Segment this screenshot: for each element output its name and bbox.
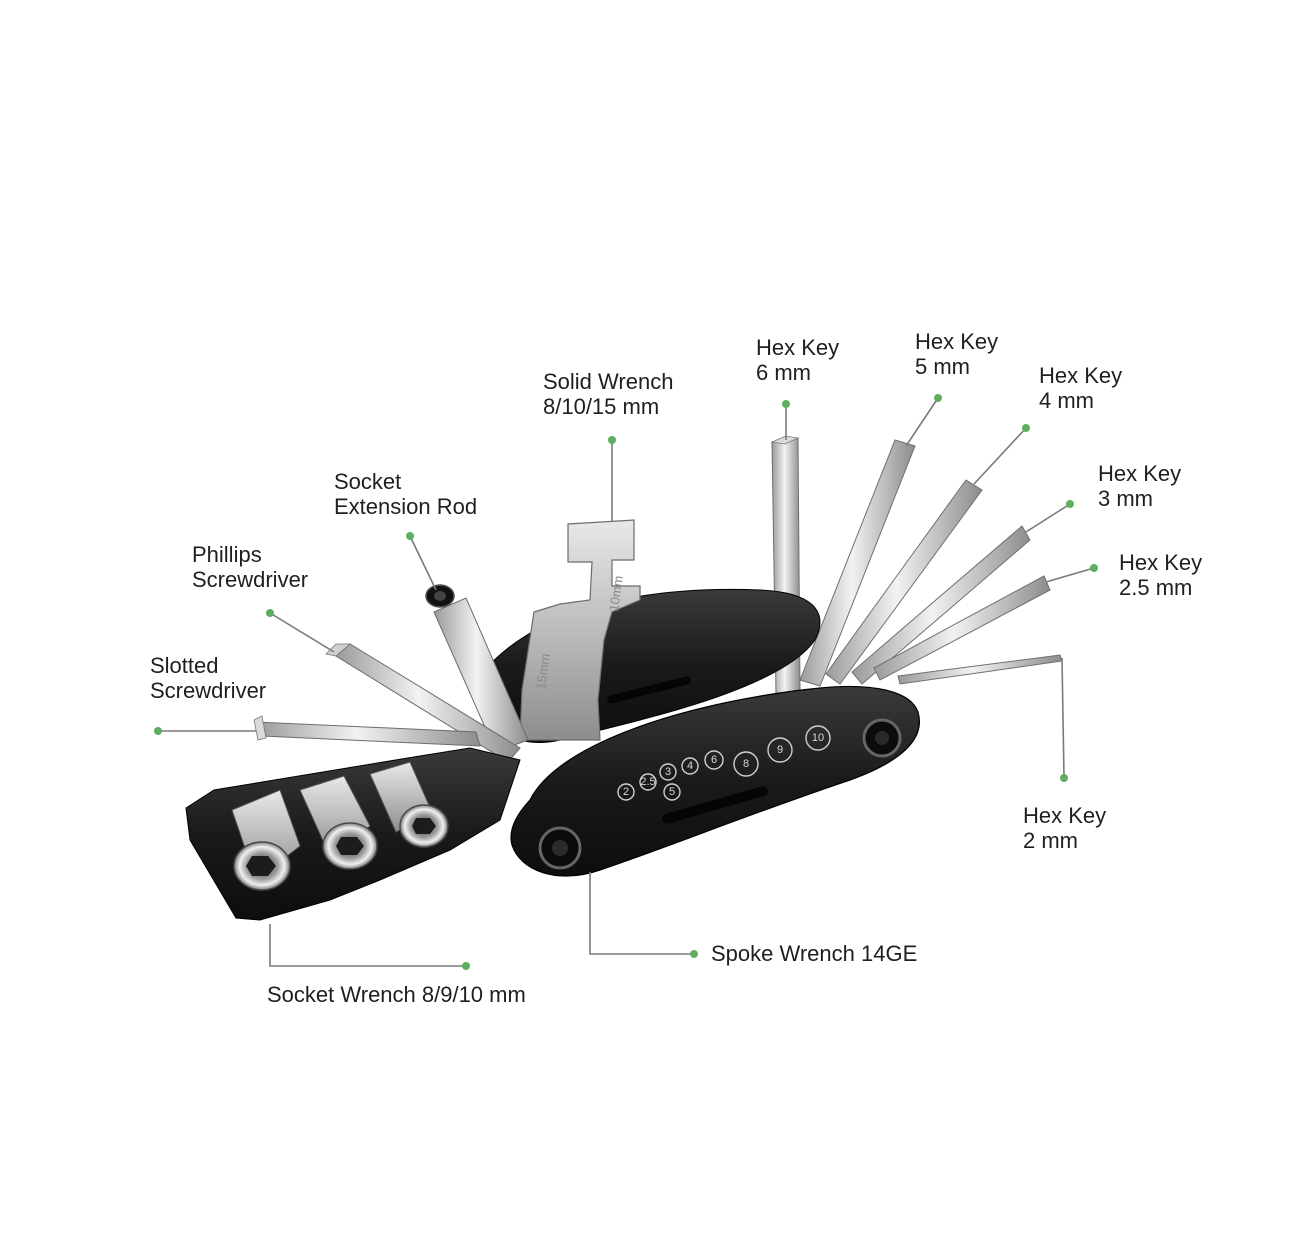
tool-illustration: 15mm 10mm	[185, 435, 1063, 921]
label-hex-5-line1: Hex Key	[915, 329, 999, 354]
dial-number: 5	[669, 786, 675, 798]
dial-ring	[659, 763, 677, 781]
solid-wrench: 15mm 10mm	[519, 519, 641, 741]
dial-ring	[663, 783, 681, 801]
label-hex-25-line1: Hex Key	[1119, 550, 1203, 575]
hex-keys	[770, 435, 1063, 695]
label-hex-6-line2: 6 mm	[756, 360, 811, 385]
slotted-screwdriver-blade	[255, 721, 481, 747]
dial-number: 6	[711, 754, 717, 766]
label-hex-3-line1: Hex Key	[1098, 461, 1182, 486]
label-hex-3-line2: 3 mm	[1098, 486, 1153, 511]
socket-extension-rod	[425, 584, 529, 753]
wrench-stamp-10mm: 10mm	[606, 575, 626, 613]
dial-ring	[704, 750, 724, 770]
dial-number: 2	[623, 786, 629, 798]
size-dials: 2 2.5 3 4 5 6 8 9 10	[617, 725, 831, 801]
hex-key-5mm	[799, 439, 916, 687]
label-hex-5-line2: 5 mm	[915, 354, 970, 379]
label-socket-wrench-text: Socket Wrench 8/9/10 mm	[267, 982, 526, 1007]
hex-key-2mm	[897, 654, 1063, 685]
leader-lines	[154, 394, 1098, 970]
dial-ring	[805, 725, 831, 751]
label-hex-4-line2: 4 mm	[1039, 388, 1094, 413]
body-slot	[661, 786, 769, 824]
dial-ring	[767, 737, 793, 763]
label-solid-wrench-line2: 8/10/15 mm	[543, 394, 660, 419]
wrench-stamp-15mm: 15mm	[533, 653, 553, 691]
label-hex-2-line2: 2 mm	[1023, 828, 1078, 853]
dial-number: 2.5	[640, 776, 655, 788]
dial-number: 9	[777, 744, 783, 756]
label-phillips-line2: Screwdriver	[192, 567, 309, 592]
hex-key-2-5mm	[873, 575, 1051, 681]
front-body-plate	[510, 685, 920, 877]
label-hex-key-4mm: Hex Key 4 mm	[1039, 363, 1122, 413]
label-hex-key-3mm: Hex Key 3 mm	[1098, 461, 1181, 511]
label-hex-6-line1: Hex Key	[756, 335, 840, 360]
label-hex-key-2mm: Hex Key 2 mm	[1023, 803, 1106, 853]
dial-number: 8	[743, 758, 749, 770]
dial-number: 4	[687, 760, 693, 772]
dial-number: 3	[665, 766, 671, 778]
dial-ring	[639, 773, 657, 791]
label-socket-wrench: Socket Wrench 8/9/10 mm	[267, 982, 526, 1007]
dial-ring	[733, 751, 759, 777]
label-phillips-screwdriver: Phillips Screwdriver	[192, 542, 308, 592]
hex-key-3mm	[851, 525, 1031, 685]
dial-ring	[617, 783, 635, 801]
rear-slot	[607, 676, 691, 704]
label-solid-wrench: Solid Wrench 8/10/15 mm	[543, 369, 673, 419]
dial-number: 10	[812, 732, 824, 744]
label-slotted-line1: Slotted	[150, 653, 219, 678]
dial-ring	[681, 757, 699, 775]
label-socket-extension-line1: Socket	[334, 469, 402, 494]
label-socket-extension-line2: Extension Rod	[334, 494, 478, 519]
label-hex-2-line1: Hex Key	[1023, 803, 1107, 828]
label-hex-key-5mm: Hex Key 5 mm	[915, 329, 998, 379]
hex-key-4mm	[825, 479, 983, 685]
label-spoke-wrench: Spoke Wrench 14GE	[711, 941, 917, 966]
sockets	[231, 761, 449, 891]
label-hex-key-6mm: Hex Key 6 mm	[756, 335, 839, 385]
label-spoke-wrench-text: Spoke Wrench 14GE	[711, 941, 918, 966]
label-solid-wrench-line1: Solid Wrench	[543, 369, 674, 394]
label-hex-key-2-5mm: Hex Key 2.5 mm	[1119, 550, 1202, 600]
label-slotted-screwdriver: Slotted Screwdriver	[150, 653, 266, 703]
label-hex-25-line2: 2.5 mm	[1119, 575, 1193, 600]
label-slotted-line2: Screwdriver	[150, 678, 267, 703]
label-hex-4-line1: Hex Key	[1039, 363, 1123, 388]
label-phillips-line1: Phillips	[192, 542, 262, 567]
label-socket-extension-rod: Socket Extension Rod	[334, 469, 477, 519]
